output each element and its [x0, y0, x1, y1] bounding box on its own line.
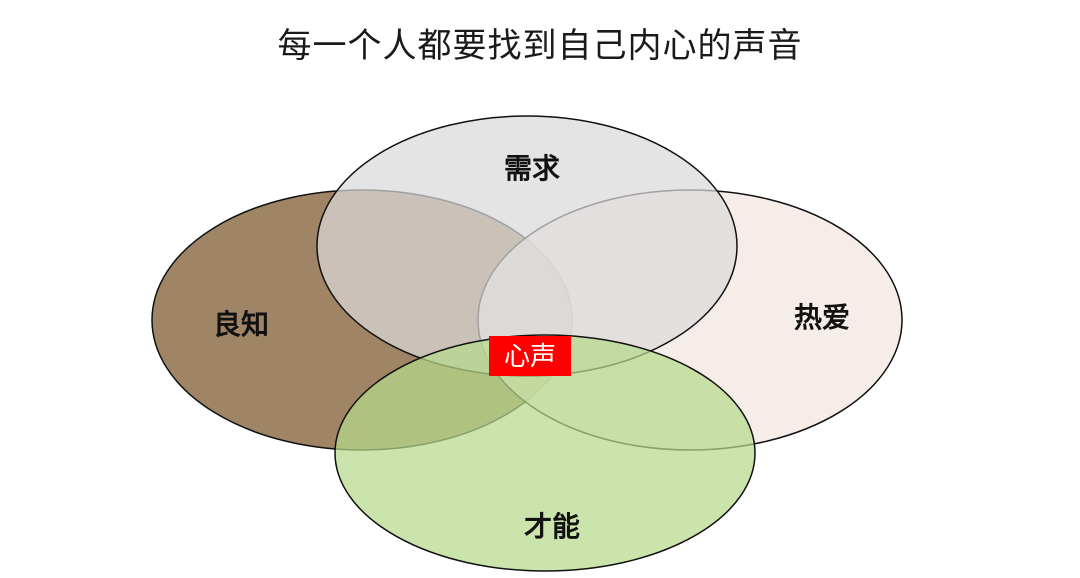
center-badge: [489, 336, 571, 376]
page-title: 每一个人都要找到自己内心的声音: [277, 26, 803, 66]
label-talent: 才能: [524, 510, 580, 543]
label-conscience: 良知: [213, 308, 269, 341]
label-passion: 热爱: [794, 301, 850, 334]
label-center: 心声: [504, 342, 556, 372]
ellipse-talent: [334, 334, 756, 572]
label-need: 需求: [504, 152, 560, 185]
